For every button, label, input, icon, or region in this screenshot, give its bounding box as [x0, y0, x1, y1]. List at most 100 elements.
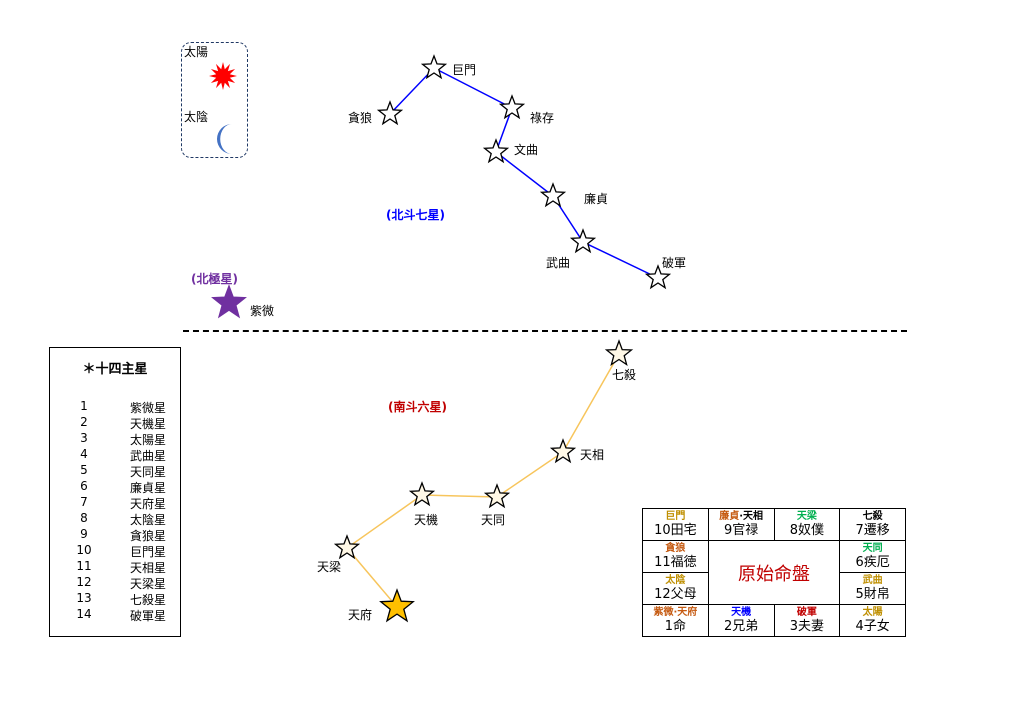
palace-stars: 破軍 [796, 606, 817, 618]
palace-name: 5財帛 [855, 586, 890, 602]
south-constellation-line [345, 353, 620, 608]
palace-name: 3夫妻 [789, 618, 825, 634]
list-item-name: 太陰星 [130, 513, 167, 527]
sun-icon [209, 62, 237, 90]
palace-name: 8奴僕 [789, 522, 825, 538]
palace-cell: 太陽 4子女 [839, 604, 906, 637]
north-title: (北斗七星) [386, 208, 445, 222]
list-item-number: 1 [80, 399, 88, 413]
list-item: 8 太陰星 [50, 511, 180, 527]
list-item-name: 武曲星 [130, 449, 167, 463]
palace-stars: 太陽 [862, 606, 883, 618]
palace-name: 11福徳 [654, 554, 697, 570]
list-item-name: 廉貞星 [130, 481, 167, 495]
list-item: 6 廉貞星 [50, 479, 180, 495]
palace-stars: 七殺 [862, 510, 883, 522]
moon-icon [217, 124, 232, 154]
palace-stars: 紫微·天府 [653, 606, 698, 618]
list-item-name: 天梁星 [130, 577, 167, 591]
divider [183, 330, 907, 332]
palace-cell: 天同 6疾厄 [839, 540, 906, 573]
star-label-donro: 貪狼 [348, 111, 373, 125]
palace-name: 12父母 [654, 586, 697, 602]
star-shibi-icon [211, 284, 247, 319]
palace-cell: 廉貞·天相 9官禄 [707, 508, 775, 541]
list-item-number: 6 [80, 479, 88, 493]
star-jumon-icon [420, 54, 448, 80]
list-item-name: 貪狼星 [130, 529, 167, 543]
list-item-name: 天機星 [130, 417, 167, 431]
palace-cell: 巨門 10田宅 [642, 508, 709, 541]
list-item: 1 紫微星 [50, 399, 180, 415]
palace-cell: 紫微·天府 1命 [642, 604, 709, 637]
list-item: 13 七殺星 [50, 591, 180, 607]
legend-box [181, 42, 248, 158]
list-item-number: 3 [80, 431, 88, 445]
chart-title: 原始命盤 [738, 563, 810, 585]
star-label-tenpu: 天府 [348, 608, 373, 622]
list-item: 12 天梁星 [50, 575, 180, 591]
star-label-shichisatsu: 七殺 [612, 368, 637, 382]
star-tenpu-icon [379, 588, 415, 623]
pole-title: (北極星) [191, 272, 238, 286]
south-title: (南斗六星) [388, 400, 447, 414]
list-item-name: 紫微星 [130, 401, 167, 415]
list-item-name: 天同星 [130, 465, 167, 479]
palace-stars: 貪狼 [665, 542, 686, 554]
list-item-number: 8 [80, 511, 88, 525]
list-item: 3 太陽星 [50, 431, 180, 447]
star-rentei-icon [539, 182, 567, 208]
palace-stars: 太陰 [665, 574, 686, 586]
list-item-number: 5 [80, 463, 88, 477]
palace-cell: 天機 2兄弟 [707, 604, 775, 637]
list-item-number: 7 [80, 495, 88, 509]
palace-cell: 武曲 5財帛 [839, 572, 906, 605]
list-item-number: 13 [76, 591, 92, 605]
chart-center: 原始命盤 [707, 540, 841, 605]
star-bunkyoku-icon [482, 138, 510, 164]
list-item-number: 10 [76, 543, 92, 557]
palace-name: 6疾厄 [855, 554, 890, 570]
palace-name: 10田宅 [654, 522, 697, 538]
star-tensou-icon [549, 438, 577, 464]
palace-stars: 天機 [731, 606, 752, 618]
palace-name: 1命 [664, 618, 687, 634]
list-item: 2 天機星 [50, 415, 180, 431]
list-item-name: 天相星 [130, 561, 167, 575]
star-label-tenki: 天機 [414, 513, 439, 527]
list-item-name: 太陽星 [130, 433, 167, 447]
list-item: 10 巨門星 [50, 543, 180, 559]
list-title: ＊十四主星 [82, 362, 148, 377]
palace-cell: 破軍 3夫妻 [773, 604, 841, 637]
star-label-hagun: 破軍 [662, 256, 687, 270]
list-item-name: 七殺星 [130, 593, 167, 607]
star-label-tensou: 天相 [580, 448, 605, 462]
palace-cell: 太陰 12父母 [642, 572, 709, 605]
star-label-tendou: 天同 [481, 513, 506, 527]
list-item-number: 12 [76, 575, 92, 589]
list-item-name: 巨門星 [130, 545, 167, 559]
list-item-number: 11 [76, 559, 92, 573]
palace-stars: 天同 [862, 542, 883, 554]
palace-name: 7遷移 [855, 522, 890, 538]
palace-name: 4子女 [855, 618, 890, 634]
list-item-number: 2 [80, 415, 88, 429]
moon-label: 太陰 [184, 110, 209, 124]
star-shichisatsu-icon [604, 339, 634, 366]
palace-cell: 七殺 7遷移 [839, 508, 906, 541]
sun-label: 太陽 [184, 45, 209, 59]
palace-stars: 武曲 [862, 574, 883, 586]
star-rokuson-icon [498, 94, 526, 120]
star-label-tenryou: 天梁 [317, 560, 342, 574]
list-item: 11 天相星 [50, 559, 180, 575]
palace-name: 9官禄 [723, 522, 759, 538]
palace-stars: 廉貞·天相 [719, 510, 764, 522]
palace-name: 2兄弟 [723, 618, 759, 634]
star-bukyoku-icon [569, 228, 597, 254]
star-label-jumon: 巨門 [452, 63, 477, 77]
palace-cell: 天梁 8奴僕 [773, 508, 841, 541]
